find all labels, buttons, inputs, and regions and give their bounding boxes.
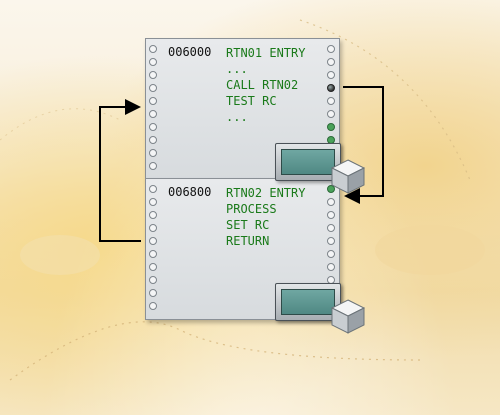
code-line: TEST RC [226,94,277,108]
code-line: ... [226,110,248,124]
code-line: CALL RTN02 [226,78,299,92]
cube-icon [330,159,366,194]
tractor-holes-left [149,185,157,310]
code-line: RETURN [226,234,270,248]
tractor-holes-left [149,45,157,170]
code-line: ... [226,62,248,76]
code-line: RTN01 ENTRY [226,46,306,60]
terminal-icon [275,143,341,181]
code-line: SET RC [226,218,270,232]
code-listing: RTN02 ENTRY PROCESS SET RC RETURN [226,185,305,249]
routine-page-top: 006000 RTN01 ENTRY ... CALL RTN02 TEST R… [145,38,340,180]
code-line: PROCESS [226,202,277,216]
code-line: RTN02 ENTRY [226,186,306,200]
cube-icon [330,299,366,334]
address-label: 006800 [168,185,212,199]
code-listing: RTN01 ENTRY ... CALL RTN02 TEST RC ... [226,45,305,125]
terminal-icon [275,283,341,321]
address-label: 006000 [168,45,212,59]
